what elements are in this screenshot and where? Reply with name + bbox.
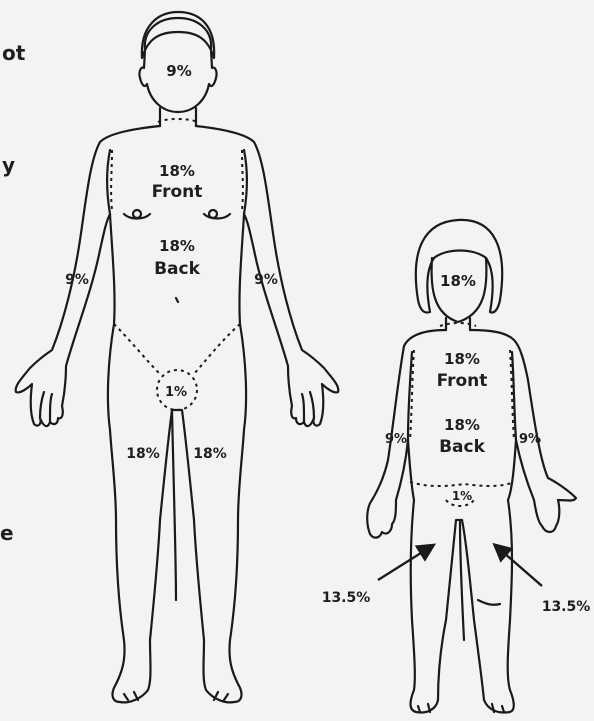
adult-groin-label: 1%	[165, 385, 187, 400]
child-chest-front-label: Front	[437, 371, 488, 391]
edge-text-top: ot	[2, 41, 26, 65]
adult-body-outline	[16, 126, 339, 702]
child-back-percent: 18%	[444, 416, 480, 434]
child-left-leg-label: 13.5%	[322, 590, 371, 606]
adult-left-arm-label: 9%	[65, 272, 89, 288]
adult-chest-front-label: Front	[152, 182, 203, 202]
child-figure	[367, 220, 576, 713]
adult-right-arm-label: 9%	[254, 272, 278, 288]
child-hair	[416, 220, 502, 313]
child-left-leg-arrow	[378, 546, 432, 580]
child-head-outline	[432, 258, 487, 322]
adult-left-leg-label: 18%	[126, 446, 160, 462]
adult-back-label: Back	[154, 259, 201, 279]
child-back-label: Back	[439, 437, 486, 457]
edge-text-bottom: e	[0, 521, 14, 545]
child-left-arm-label: 9%	[385, 432, 407, 447]
child-right-arm-label: 9%	[519, 432, 541, 447]
adult-back-percent: 18%	[159, 237, 195, 255]
child-chest-percent: 18%	[444, 350, 480, 368]
child-right-leg-label: 13.5%	[542, 599, 591, 615]
adult-chest-percent: 18%	[159, 162, 195, 180]
child-head-label: 18%	[440, 272, 476, 290]
child-groin-label: 1%	[452, 489, 472, 503]
adult-figure	[16, 12, 339, 702]
edge-text-middle: y	[2, 153, 15, 177]
child-right-leg-arrow	[496, 546, 542, 586]
adult-head-label: 9%	[166, 62, 191, 80]
adult-right-leg-label: 18%	[193, 446, 227, 462]
